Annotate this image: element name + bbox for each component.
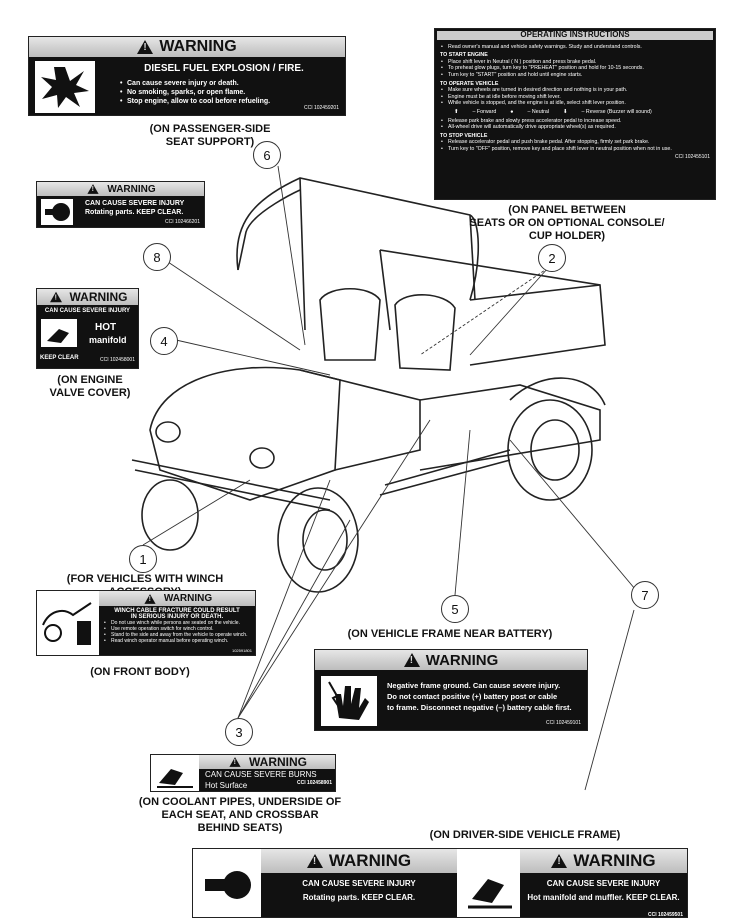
- hot-hand-icon: [41, 319, 77, 347]
- fuel-bullet: Can cause severe injury or death.: [120, 79, 270, 88]
- hot-manifold-icon: [464, 855, 516, 913]
- hot-surface-hand-icon: [153, 757, 195, 790]
- winch-cable-icon: [39, 595, 97, 653]
- callout-7: 7: [631, 581, 659, 609]
- callout-8: 8: [143, 243, 171, 271]
- fuel-bullet: Stop engine, allow to cool before refuel…: [120, 97, 270, 106]
- arrow-up-icon: ⬆: [454, 108, 459, 115]
- warning-triangle-icon: [551, 854, 568, 868]
- warning-triangle-icon: [306, 854, 323, 868]
- label-code: CCI 102459201: [303, 105, 339, 111]
- label-code: CCI 102455101: [674, 153, 710, 160]
- callout-3: 3: [225, 718, 253, 746]
- rotating-parts-icon: [41, 199, 73, 225]
- fuel-warning-label: WARNING DIESEL FUEL EXPLOSION / FIRE. Ca…: [28, 36, 346, 116]
- battery-warning-label: WARNING Negative frame ground. Can cause…: [314, 649, 588, 731]
- callout-1: 1: [129, 545, 157, 573]
- hot-surface-label: WARNING CAN CAUSE SEVERE BURNS Hot Surfa…: [150, 754, 336, 792]
- explosion-icon: [41, 67, 89, 108]
- caption-panel-between-seats: (ON PANEL BETWEEN SEATS OR ON OPTIONAL C…: [469, 204, 665, 242]
- warning-triangle-icon: [229, 757, 241, 767]
- warning-triangle-icon: [144, 593, 156, 604]
- callout-5: 5: [441, 595, 469, 623]
- arrow-down-icon: ⬇: [563, 108, 568, 115]
- fuel-subtitle: DIESEL FUEL EXPLOSION / FIRE.: [144, 63, 304, 74]
- caption-passenger-seat: (ON PASSENGER-SIDE SEAT SUPPORT): [149, 123, 271, 148]
- winch-warning-label: WARNING WINCH CABLE FRACTURE COULD RESUL…: [36, 590, 256, 656]
- caption-engine-valve: (ON ENGINE VALVE COVER): [49, 374, 131, 399]
- callout-6: 6: [253, 141, 281, 169]
- warning-triangle-icon: [403, 653, 420, 667]
- electric-shock-hand-icon: [321, 676, 377, 726]
- operating-title: OPERATING INSTRUCTIONS: [437, 31, 713, 40]
- hot-manifold-label: WARNING CAN CAUSE SEVERE INJURY HOT mani…: [36, 288, 139, 369]
- caption-coolant-pipes: (ON COOLANT PIPES, UNDERSIDE OF EACH SEA…: [138, 796, 342, 834]
- caption-driver-side-frame: (ON DRIVER-SIDE VEHICLE FRAME): [429, 829, 621, 841]
- warning-triangle-icon: [49, 291, 62, 303]
- warning-triangle-icon: [87, 184, 99, 194]
- callout-2: 2: [538, 244, 566, 272]
- rotating-parts-icon: [199, 855, 259, 913]
- caption-front-body: (ON FRONT BODY): [90, 666, 190, 678]
- fuel-bullet: No smoking, sparks, or open flame.: [120, 88, 270, 97]
- callout-4: 4: [150, 327, 178, 355]
- warning-word: WARNING: [159, 38, 237, 55]
- rotating-parts-label: WARNING CAN CAUSE SEVERE INJURY Rotating…: [36, 181, 205, 228]
- operating-instructions-label: OPERATING INSTRUCTIONS Read owner's manu…: [434, 28, 716, 200]
- warning-triangle-icon: [137, 40, 154, 54]
- caption-frame-battery: (ON VEHICLE FRAME NEAR BATTERY): [347, 628, 553, 640]
- neutral-icon: ●: [510, 108, 514, 115]
- driver-frame-warning-label: WARNING CAN CAUSE SEVERE INJURY Rotating…: [192, 848, 688, 918]
